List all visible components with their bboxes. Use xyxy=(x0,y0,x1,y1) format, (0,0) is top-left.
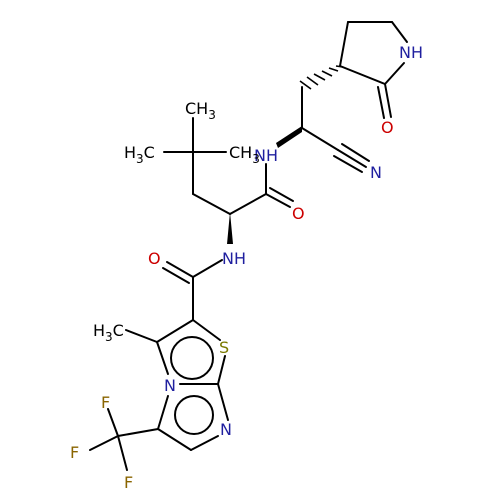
bond-c6-c5 xyxy=(156,319,194,343)
bond-n4-c3 xyxy=(157,395,169,430)
bond-amide2-co-a xyxy=(166,261,194,278)
bond-c6-s xyxy=(192,319,221,341)
bond-ring-c5-n xyxy=(391,21,408,43)
atom-n-bridge: N xyxy=(164,376,176,395)
bond-nh2-carbonyl2 xyxy=(192,259,223,278)
atom-methyl-left: H3C xyxy=(124,143,155,166)
hashed-wedge-ring xyxy=(299,65,344,90)
bond-cf3-f3 xyxy=(117,435,128,471)
bond-n4-c5 xyxy=(156,341,169,375)
bond-ring-c3-c4 xyxy=(339,21,349,67)
atom-o-amide2: O xyxy=(148,249,161,268)
bond-c2-n1 xyxy=(190,435,219,451)
wedge-calpha2-nh xyxy=(227,212,233,244)
bond-ring-c2-c3 xyxy=(339,65,386,85)
atom-methyl-top: CH3 xyxy=(185,99,216,122)
bond-nitrile-2 xyxy=(341,143,370,162)
bond-lactam-co-b xyxy=(377,86,385,119)
atom-n-nitrile: N xyxy=(370,163,382,182)
atom-methyl-right: CH3 xyxy=(229,143,260,166)
bond-calpha2-ch2 xyxy=(192,193,231,215)
atom-f1: F xyxy=(101,393,110,412)
atom-nh-amide1: NH xyxy=(254,146,278,165)
bonds xyxy=(89,21,408,471)
bond-c3-c2 xyxy=(157,428,192,451)
aromatic-ring-imidazole xyxy=(174,395,214,435)
bond-cf3-f2 xyxy=(89,435,119,451)
bond-nitrile-1 xyxy=(337,149,367,168)
atom-labels: NH O NH N O NH O S N N F F F CH3 H3C CH3… xyxy=(70,43,423,492)
atom-nh-amide2: NH xyxy=(222,249,246,268)
bond-c3-cf3 xyxy=(117,428,159,437)
bond-lactam-co-a xyxy=(384,83,392,118)
bond-amide-co-a xyxy=(265,193,291,208)
bond-nitrile-3 xyxy=(333,155,363,173)
atom-n-imidazole: N xyxy=(220,420,232,439)
atom-nh-lactam: NH xyxy=(399,43,423,62)
wedge-calpha-nh xyxy=(276,126,302,148)
bond-calpha-cnitrile xyxy=(301,127,339,151)
bond-amide2-co-b xyxy=(162,267,190,284)
atom-o-lactam: O xyxy=(381,118,394,137)
aromatic-ring-thiazole xyxy=(170,336,214,380)
bond-carbonyl-calpha2 xyxy=(229,193,267,215)
bond-s-c7a xyxy=(217,355,226,385)
atom-methyl-ring: H3C xyxy=(93,321,124,344)
atom-f2: F xyxy=(70,443,79,462)
bond-cf3-f1 xyxy=(107,408,119,437)
bond-c5-methyl xyxy=(125,329,158,343)
bond-ring-n-c2 xyxy=(384,62,405,85)
bond-n1-c7a xyxy=(217,383,229,421)
atom-f3: F xyxy=(124,473,133,492)
bond-amide-co-b xyxy=(269,187,294,202)
atom-s-thiazole: S xyxy=(219,338,229,357)
atom-o-amide1: O xyxy=(292,204,305,223)
